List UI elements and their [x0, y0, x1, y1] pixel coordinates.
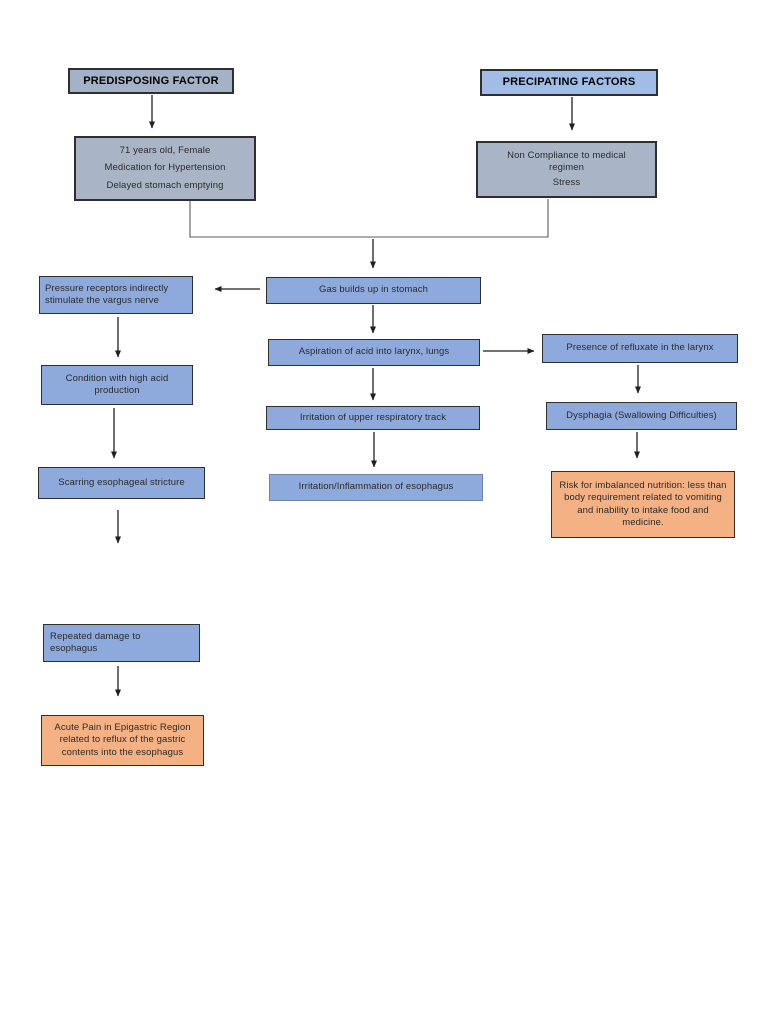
pressure-receptors-box: Pressure receptors indirectly stimulate … — [39, 276, 193, 314]
precipitating-info-box: Non Compliance to medical regimen Stress — [476, 141, 657, 198]
irritation-inflammation-box: Irritation/Inflammation of esophagus — [269, 474, 483, 501]
gas-builds-up-box: Gas builds up in stomach — [266, 277, 481, 304]
aspiration-box: Aspiration of acid into larynx, lungs — [268, 339, 480, 366]
high-acid-condition-box: Condition with high acid production — [41, 365, 193, 405]
precipitating-info-line: Non Compliance to medical regimen — [507, 150, 626, 174]
connector-join-line — [189, 199, 549, 238]
scarring-stricture-box: Scarring esophageal stricture — [38, 467, 205, 499]
risk-imbalanced-nutrition-box: Risk for imbalanced nutrition: less than… — [551, 471, 735, 538]
predisposing-info-box: 71 years old, Female Medication for Hype… — [74, 136, 256, 201]
predisposing-info-line: 71 years old, Female — [119, 145, 211, 156]
dysphagia-box: Dysphagia (Swallowing Difficulties) — [546, 402, 737, 430]
precipitating-factors-header: PRECIPATING FACTORS — [480, 69, 658, 96]
predisposing-info-line: Delayed stomach emptying — [106, 179, 224, 191]
irritation-upper-respiratory-box: Irritation of upper respiratory track — [266, 406, 480, 430]
predisposing-info-line: Medication for Hypertension — [104, 162, 226, 174]
predisposing-factor-header: PREDISPOSING FACTOR — [68, 68, 234, 94]
precipitating-info-line: Stress — [552, 176, 581, 188]
presence-refluxate-box: Presence of refluxate in the larynx — [542, 334, 738, 363]
repeated-damage-text: Repeated damage to esophagus — [50, 630, 141, 654]
acute-pain-diagnosis-box: Acute Pain in Epigastric Region related … — [41, 715, 204, 766]
repeated-damage-box: Repeated damage to esophagus — [43, 624, 200, 662]
